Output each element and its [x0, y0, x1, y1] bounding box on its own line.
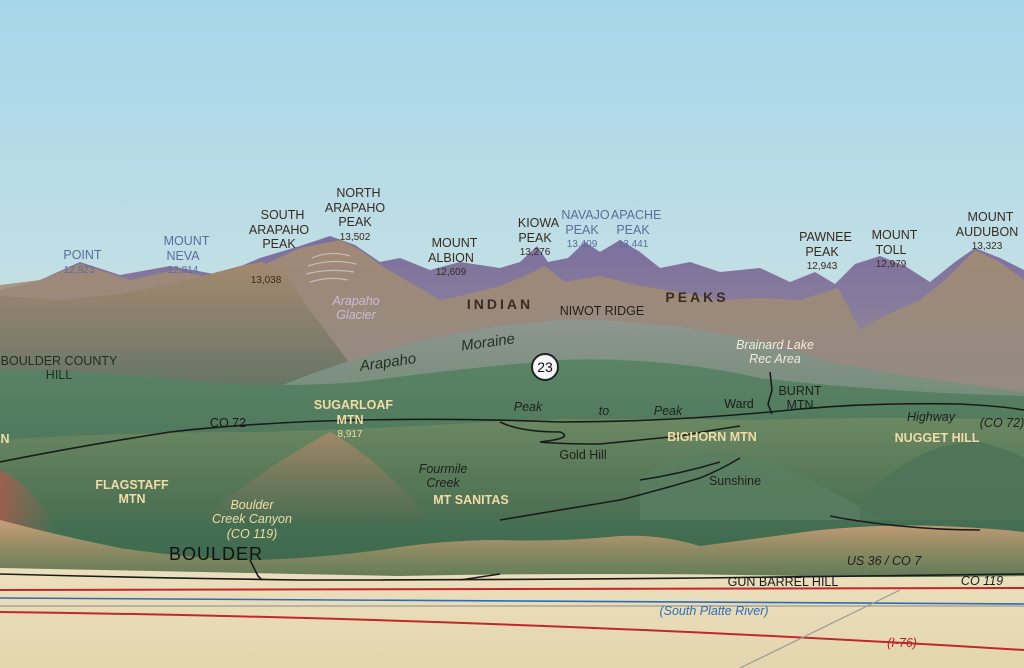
label-sunshine: Sunshine — [708, 474, 762, 488]
label-burnt-mtn: BURNT MTN — [778, 384, 822, 413]
label-peak-2: Peak — [653, 404, 683, 418]
road-co119: CO 119 — [960, 574, 1004, 588]
label-flagstaff-mtn: FLAGSTAFF MTN — [95, 478, 169, 507]
label-boulder-creek-canyon: Boulder Creek Canyon (CO 119) — [212, 498, 292, 541]
peak-elev-south-arapaho: 13,038 — [250, 274, 282, 286]
label-boulder-county-hill: BOULDER COUNTY HILL — [0, 354, 118, 383]
label-nugget-hill: NUGGET HILL — [894, 431, 980, 445]
label-gold-hill: Gold Hill — [559, 448, 607, 462]
region-label-indian: INDIAN — [466, 296, 534, 312]
label-niwot-ridge: NIWOT RIDGE — [559, 304, 645, 318]
label-brainard-lake: Brainard Lake Rec Area — [736, 338, 814, 367]
road-co72-right: (CO 72) — [979, 416, 1024, 430]
label-gun-barrel-hill: GUN BARREL HILL — [727, 575, 839, 589]
label-i76: (I-76) — [887, 636, 917, 650]
label-arapaho-glacier: Arapaho Glacier — [332, 294, 380, 323]
label-peak-1: Peak — [513, 400, 543, 414]
label-south-platte-river: (South Platte River) — [659, 604, 769, 618]
road-us36-co7: US 36 / CO 7 — [846, 554, 922, 568]
label-n-fragment: N — [0, 432, 10, 446]
label-to: to — [598, 404, 610, 418]
label-highway: Highway — [907, 410, 955, 424]
label-ward: Ward — [724, 397, 754, 411]
peak-label-south-arapaho: SOUTH ARAPAHO PEAK — [248, 208, 310, 252]
label-fourmile-creek: Fourmile Creek — [418, 462, 468, 491]
region-label-peaks: PEAKS — [665, 289, 729, 305]
label-mt-sanitas: MT SANITAS — [433, 493, 509, 507]
label-bighorn-mtn: BIGHORN MTN — [667, 430, 757, 444]
road-co72-left: CO 72 — [209, 416, 247, 430]
label-boulder-city: BOULDER — [168, 544, 264, 564]
route-23-badge: 23 — [531, 353, 559, 381]
